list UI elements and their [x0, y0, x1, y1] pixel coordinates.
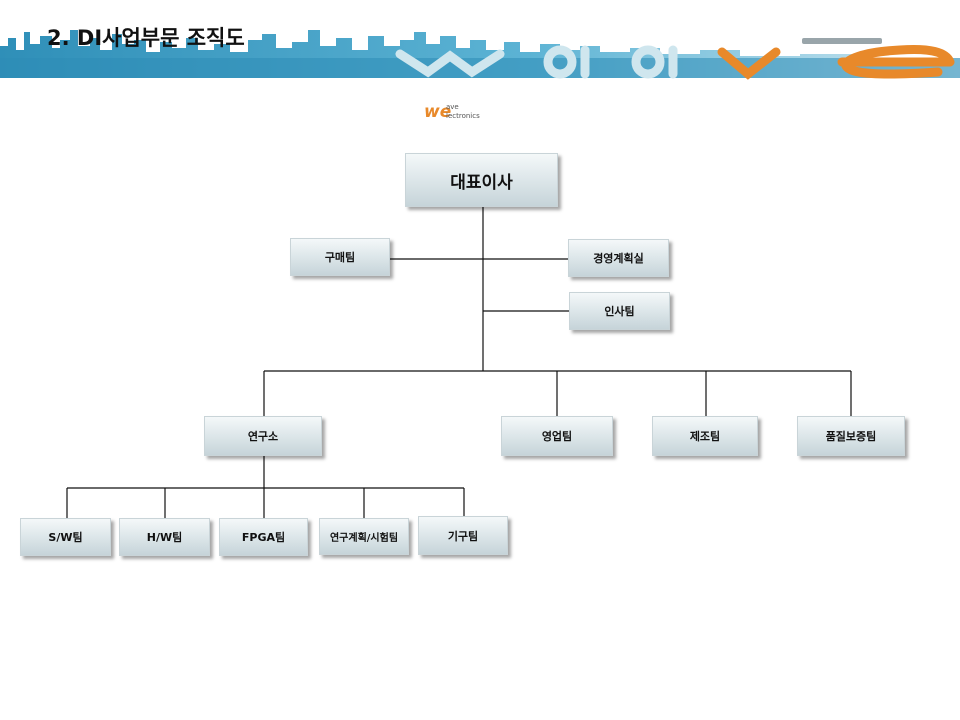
org-node-planning-test-team: 연구계획/시험팀: [319, 518, 409, 555]
wave-wordmark: [395, 45, 955, 80]
org-node-mechanical-team: 기구팀: [418, 516, 508, 555]
org-node-sw-team: S/W팀: [20, 518, 111, 556]
slide-title: 2. DI사업부문 조직도: [47, 26, 245, 50]
org-node-sales: 영업팀: [501, 416, 613, 456]
org-node-quality: 품질보증팀: [797, 416, 905, 456]
org-node-ceo: 대표이사: [405, 153, 558, 207]
org-node-hr: 인사팀: [569, 292, 670, 330]
svg-text:we: we: [424, 102, 451, 122]
svg-text:ave: ave: [446, 103, 459, 111]
svg-text:lectronics: lectronics: [446, 112, 480, 120]
org-node-manufacturing: 제조팀: [652, 416, 758, 456]
org-node-research: 연구소: [204, 416, 322, 456]
org-node-management-planning: 경영계획실: [568, 239, 669, 277]
org-node-purchasing: 구매팀: [290, 238, 390, 276]
org-node-hw-team: H/W팀: [119, 518, 210, 556]
company-logo: we ave lectronics: [424, 102, 480, 122]
header-banner: [0, 30, 960, 80]
wordmark-underline: [802, 38, 882, 44]
org-node-fpga-team: FPGA팀: [219, 518, 308, 556]
